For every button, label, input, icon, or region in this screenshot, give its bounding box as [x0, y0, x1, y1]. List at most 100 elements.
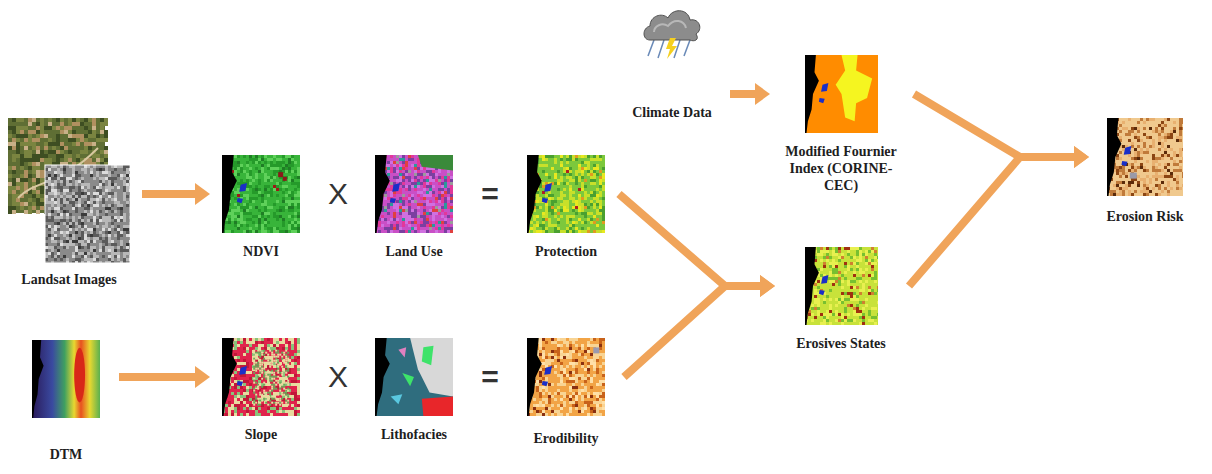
map-pixel	[66, 258, 69, 261]
map-pixel	[40, 118, 44, 122]
map-pixel	[36, 150, 40, 154]
map-pixel	[123, 189, 126, 192]
map-pixel	[87, 201, 90, 204]
map-pixel	[114, 243, 117, 246]
map-pixel	[60, 219, 63, 222]
map-pixel	[99, 210, 102, 213]
map-pixel	[375, 155, 453, 233]
map-pixel	[396, 209, 399, 212]
map-pixel	[100, 126, 104, 130]
map-pixel	[126, 225, 129, 228]
map-pixel	[285, 170, 288, 173]
map-pixel	[117, 237, 120, 240]
map-pixel	[12, 142, 16, 146]
map-pixel	[69, 180, 72, 183]
map-pixel	[114, 249, 117, 252]
map-pixel	[69, 186, 72, 189]
map-pixel	[429, 191, 432, 194]
map-pixel	[105, 219, 108, 222]
map-pixel	[381, 218, 384, 221]
map-pixel	[243, 230, 246, 233]
map-pixel	[48, 180, 51, 183]
map-pixel	[75, 192, 78, 195]
map-pixel	[294, 200, 297, 203]
map-pixel	[249, 197, 252, 200]
map-pixel	[126, 228, 129, 231]
map-pixel	[288, 155, 291, 158]
map-pixel	[569, 170, 572, 173]
arrow-head	[755, 83, 770, 105]
map-pixel	[258, 170, 261, 173]
map-pixel	[40, 206, 44, 210]
map-pixel	[51, 252, 54, 255]
map-pixel	[581, 182, 584, 185]
map-pixel	[8, 190, 12, 194]
map-pixel	[54, 207, 57, 210]
map-pixel	[387, 170, 390, 173]
map-pixel	[120, 204, 123, 207]
map-pixel	[114, 192, 117, 195]
map-pixel	[93, 255, 96, 258]
map-pixel	[234, 215, 237, 218]
map-pixel	[66, 189, 69, 192]
map-pixel	[396, 203, 399, 206]
map-pixel	[288, 176, 291, 179]
map-pixel	[123, 216, 126, 219]
map-pixel	[114, 234, 117, 237]
map-pixel	[411, 215, 414, 218]
map-pixel	[76, 138, 80, 142]
map-pixel	[545, 155, 548, 158]
map-pixel	[278, 172, 283, 177]
map-pixel	[234, 221, 237, 224]
map-pixel	[96, 158, 100, 162]
map-pixel	[16, 138, 20, 142]
map-pixel	[72, 207, 75, 210]
map-pixel	[48, 126, 52, 130]
map-pixel	[20, 126, 24, 130]
map-pixel	[240, 194, 243, 197]
map-pixel	[114, 201, 117, 204]
map-pixel	[72, 222, 75, 225]
map-pixel	[417, 161, 420, 164]
map-pixel	[56, 142, 60, 146]
map-pixel	[414, 185, 417, 188]
map-pixel	[402, 155, 405, 158]
map-pixel	[450, 227, 453, 230]
map-pixel	[114, 216, 117, 219]
map-pixel	[48, 252, 51, 255]
map-pixel	[294, 194, 297, 197]
map-pixel	[36, 174, 40, 178]
map-pixel	[66, 237, 69, 240]
map-pixel	[435, 206, 438, 209]
map-pixel	[63, 177, 66, 180]
map-pixel	[81, 243, 84, 246]
map-pixel	[105, 246, 108, 249]
map-pixel	[408, 200, 411, 203]
map-pixel	[51, 219, 54, 222]
map-pixel	[402, 230, 405, 233]
map-pixel	[93, 219, 96, 222]
map-pixel	[542, 164, 545, 167]
map-pixel	[381, 215, 384, 218]
map-pixel	[8, 186, 12, 190]
map-pixel	[88, 118, 92, 122]
map-pixel	[108, 216, 111, 219]
map-pixel	[387, 203, 390, 206]
map-pixel	[54, 174, 57, 177]
map-node: Land Use	[369, 155, 459, 260]
map-pixel	[111, 177, 114, 180]
map-pixel	[51, 201, 54, 204]
map-pixel	[267, 176, 270, 179]
map-pixel	[402, 182, 405, 185]
map-pixel	[69, 219, 72, 222]
map-pixel	[72, 255, 75, 258]
map-pixel	[96, 198, 99, 201]
map-pixel	[593, 170, 596, 173]
map-pixel	[417, 203, 420, 206]
map-pixel	[581, 155, 584, 158]
map-pixel	[63, 198, 66, 201]
map-pixel	[447, 203, 450, 206]
map-pixel	[48, 186, 51, 189]
map-pixel	[569, 188, 572, 191]
